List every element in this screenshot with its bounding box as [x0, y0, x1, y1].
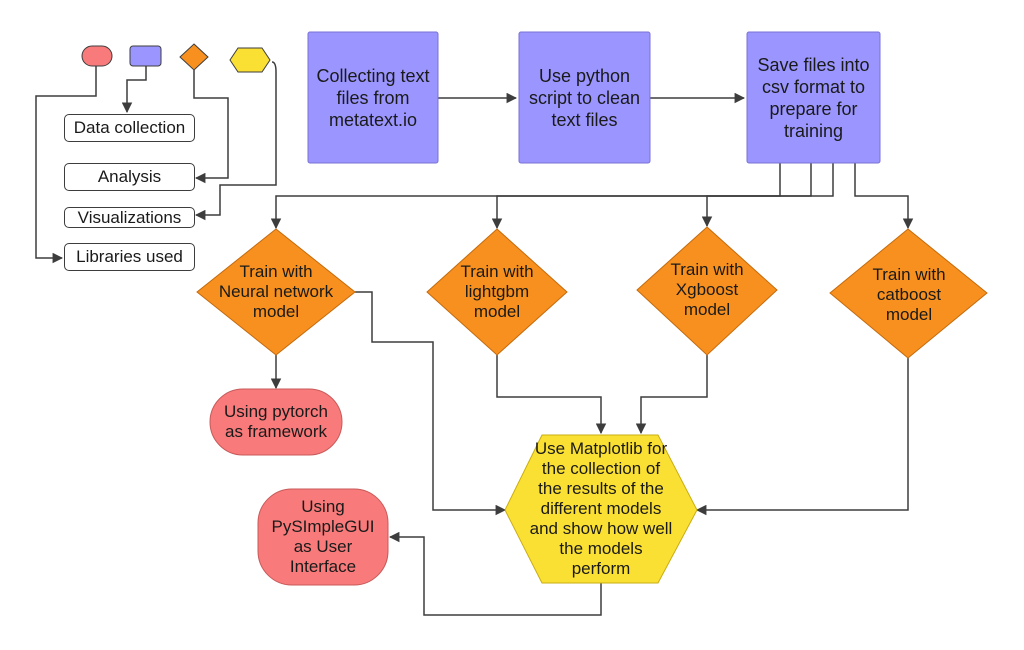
diamond-catboost	[829, 228, 988, 359]
legend-item-data-collection: Data collection	[64, 114, 195, 142]
process-box-save	[746, 31, 881, 164]
connector-matplotlib-to-pysimplegui	[388, 531, 602, 616]
connector-orange-to-analysis	[193, 70, 229, 184]
hexagon-matplotlib	[504, 434, 698, 584]
diamond-xgboost	[636, 226, 778, 356]
diamond-lightgbm	[426, 228, 568, 356]
legend-item-analysis: Analysis	[64, 163, 195, 191]
connector-red-to-libraries	[35, 66, 97, 264]
legend-item-visualizations: Visualizations	[64, 207, 195, 228]
connector-save-to-catboost	[854, 163, 914, 230]
endpoint-pytorch	[209, 388, 343, 456]
diamond-nn	[196, 228, 356, 356]
connector-xgboost-to-matplotlib	[635, 355, 708, 435]
connector-save-to-lightgbm	[491, 163, 812, 230]
legend-item-libraries-used: Libraries used	[64, 243, 195, 271]
legend-swatches	[81, 43, 271, 73]
endpoint-pysimplegui	[257, 488, 389, 586]
legend-swatch-orange	[179, 43, 209, 71]
process-box-clean	[518, 31, 651, 164]
legend-swatch-red	[81, 45, 113, 67]
process-box-collect	[307, 31, 439, 164]
legend-swatch-purple	[129, 45, 162, 67]
connector-purple-to-data-collection	[121, 66, 147, 114]
connectors	[35, 61, 914, 616]
connector-save-to-xgboost	[701, 163, 834, 228]
connector-lightgbm-to-matplotlib	[496, 355, 607, 435]
connector-catboost-to-matplotlib	[695, 358, 909, 516]
connector-nn-to-matplotlib	[355, 291, 507, 516]
connector-yellow-to-visualizations	[194, 61, 277, 221]
legend-swatch-yellow	[229, 47, 271, 73]
